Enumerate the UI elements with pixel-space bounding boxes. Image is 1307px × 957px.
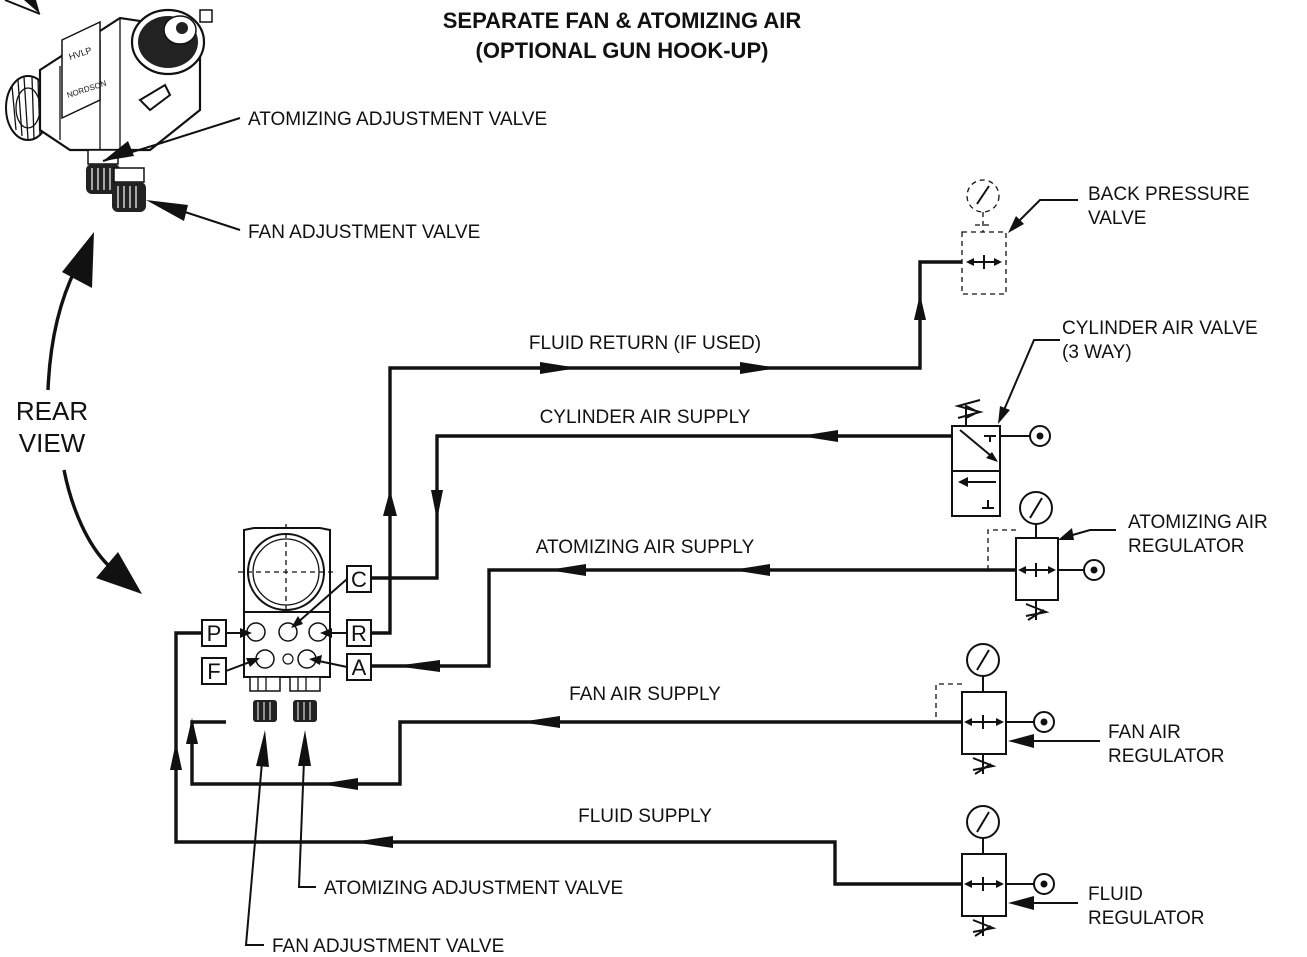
fluid-return-label: FLUID RETURN (IF USED) <box>529 333 761 354</box>
fluid-supply-label: FLUID SUPPLY <box>578 806 712 827</box>
cylinder-air-label: CYLINDER AIR SUPPLY <box>540 407 751 428</box>
manifold-port-holes <box>246 622 328 669</box>
fluid-regulator-label-line2: REGULATOR <box>1088 908 1205 929</box>
gun-manifold <box>238 524 334 722</box>
cylinder-air-valve-symbol <box>951 399 1051 517</box>
port-r-letter: R <box>351 621 367 646</box>
fan-air-line <box>186 716 962 790</box>
atomizing-regulator-symbol <box>987 491 1105 621</box>
spray-gun-illustration: HVLP NORDSON <box>4 0 213 212</box>
cylinder-valve-leader <box>998 339 1060 424</box>
gun-atomizing-leader <box>102 117 241 162</box>
fan-regulator-label-line2: REGULATOR <box>1108 746 1225 767</box>
diagram-title-line2: (OPTIONAL GUN HOOK-UP) <box>476 38 769 63</box>
fluid-supply-line <box>170 631 962 886</box>
bottom-fan-leader <box>244 730 269 946</box>
port-leader-arrows <box>225 578 348 672</box>
fan-regulator-label-line1: FAN AIR <box>1108 722 1181 743</box>
gun-fan-valve-label: FAN ADJUSTMENT VALVE <box>248 222 480 243</box>
gun-fan-knob <box>112 167 146 212</box>
cylinder-valve-label-line2: (3 WAY) <box>1062 342 1132 363</box>
port-p: P <box>201 619 227 647</box>
diagram-title-line1: SEPARATE FAN & ATOMIZING AIR <box>443 8 802 33</box>
gun-atomizing-valve-label: ATOMIZING ADJUSTMENT VALVE <box>248 109 547 130</box>
atomizing-air-line <box>371 564 1016 672</box>
fluid-regulator-leader <box>1008 896 1078 910</box>
port-f-letter: F <box>207 659 220 684</box>
fluid-regulator-symbol <box>961 805 1055 937</box>
atomizing-regulator-leader <box>1058 528 1116 540</box>
port-r: R <box>346 619 372 647</box>
atomizing-air-label: ATOMIZING AIR SUPPLY <box>536 537 755 558</box>
bottom-atomizing-leader <box>297 730 316 888</box>
port-f: F <box>201 657 227 685</box>
cylinder-air-line <box>371 430 952 580</box>
port-a: A <box>346 653 372 681</box>
rear-view-label-line1: REAR <box>16 396 88 426</box>
back-pressure-label-line2: VALVE <box>1088 208 1146 229</box>
fan-regulator-symbol <box>935 643 1055 775</box>
port-c-letter: C <box>351 567 367 592</box>
fan-regulator-leader <box>1008 734 1100 748</box>
rear-view-label-line2: VIEW <box>19 428 86 458</box>
port-p-letter: P <box>207 621 222 646</box>
fluid-regulator-label-line1: FLUID <box>1088 884 1143 905</box>
fluid-return-line <box>371 260 962 635</box>
atomizing-regulator-label-line1: ATOMIZING AIR <box>1128 512 1268 533</box>
back-pressure-valve-symbol <box>961 179 1007 295</box>
gun-fan-leader <box>146 200 241 231</box>
rear-view-curved-arrows <box>46 232 142 594</box>
back-pressure-label-line1: BACK PRESSURE <box>1088 184 1250 205</box>
port-a-letter: A <box>352 655 367 680</box>
back-pressure-leader <box>1008 199 1078 233</box>
fan-air-label: FAN AIR SUPPLY <box>569 684 721 705</box>
atomizing-regulator-label-line2: REGULATOR <box>1128 536 1245 557</box>
port-c: C <box>346 565 372 593</box>
cylinder-valve-label-line1: CYLINDER AIR VALVE <box>1062 318 1258 339</box>
bottom-atomizing-valve-label: ATOMIZING ADJUSTMENT VALVE <box>324 878 623 899</box>
bottom-fan-valve-label: FAN ADJUSTMENT VALVE <box>272 936 504 957</box>
